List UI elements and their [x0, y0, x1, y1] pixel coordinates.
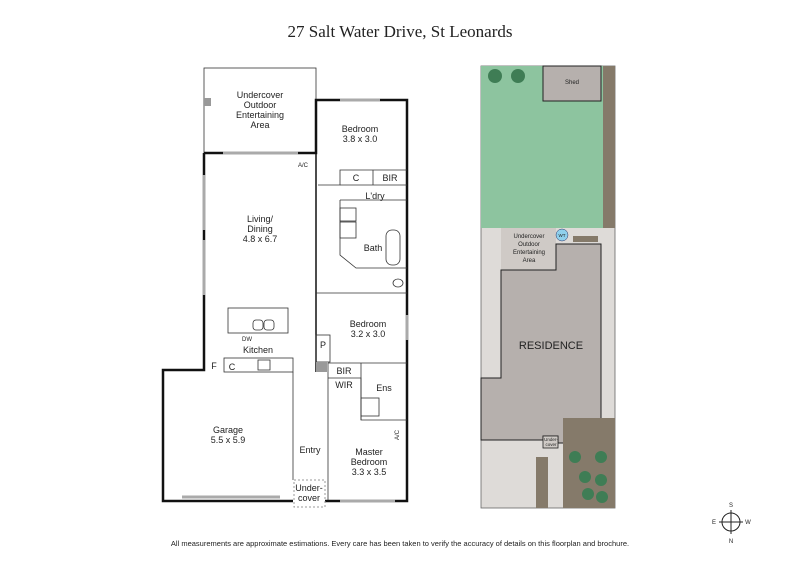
tree-icon: [595, 451, 607, 463]
compass-south: S: [729, 503, 733, 509]
sink: [252, 319, 264, 331]
planter: [573, 236, 598, 242]
ac-label-2: A/C: [395, 429, 401, 440]
disclaimer: All measurements are approximate estimat…: [170, 539, 630, 548]
toilet: [392, 278, 404, 288]
tree-icon: [582, 488, 594, 500]
shed-label: Shed: [565, 80, 579, 86]
tree-icon: [579, 471, 591, 483]
fridge-label: F: [211, 361, 217, 371]
bir2-label: BIR: [336, 366, 352, 376]
shower: [339, 221, 357, 239]
water-tank-label: WT: [559, 233, 566, 238]
pantry-label: P: [320, 340, 326, 350]
kitchen-cupboard-label: C: [229, 362, 236, 372]
undercover-label: Under-cover: [295, 483, 323, 503]
residence-label: RESIDENCE: [519, 340, 583, 352]
ensuite-label: Ens: [376, 383, 392, 393]
pillar: [316, 362, 327, 372]
site-undercover: [542, 435, 559, 449]
compass-east: E: [712, 520, 716, 526]
wir-label: WIR: [335, 380, 353, 390]
cupboard-label: C: [353, 173, 360, 183]
bir-label: BIR: [382, 173, 398, 183]
bathtub: [385, 229, 401, 266]
ac-label: A/C: [298, 163, 309, 169]
tree-icon: [488, 69, 502, 83]
page-title: 27 Salt Water Drive, St Leonards: [287, 22, 513, 41]
wall: [339, 200, 407, 269]
cooktop: [257, 359, 271, 371]
wall: [318, 169, 407, 186]
bath-label: Bath: [364, 243, 383, 253]
tree-icon: [596, 491, 608, 503]
compass-west: W: [745, 520, 751, 526]
laundry-label: L'dry: [365, 191, 385, 201]
compass-north: N: [729, 539, 733, 545]
undercover-porch: [293, 479, 326, 508]
shed: [542, 65, 602, 102]
tree-icon: [595, 474, 607, 486]
laundry-tub: [339, 207, 357, 222]
water-tank-icon: [555, 228, 569, 242]
kitchen-counter: [223, 357, 294, 373]
entry-label: Entry: [299, 445, 321, 455]
compass: S N E W: [712, 503, 751, 545]
uoe-site: [501, 228, 556, 270]
tree-icon: [569, 451, 581, 463]
dishwasher-label: DW: [242, 337, 252, 343]
sink: [263, 319, 275, 331]
pillar: [204, 98, 211, 106]
site-undercover-label: Under-cover: [544, 437, 558, 447]
tree-icon: [511, 69, 525, 83]
kitchen-island: [227, 307, 289, 334]
garden-bed: [603, 66, 615, 228]
planter: [536, 457, 548, 508]
kitchen-label: Kitchen: [243, 345, 273, 355]
ensuite-shower: [360, 397, 380, 417]
left-outer-wall: [161, 153, 293, 503]
